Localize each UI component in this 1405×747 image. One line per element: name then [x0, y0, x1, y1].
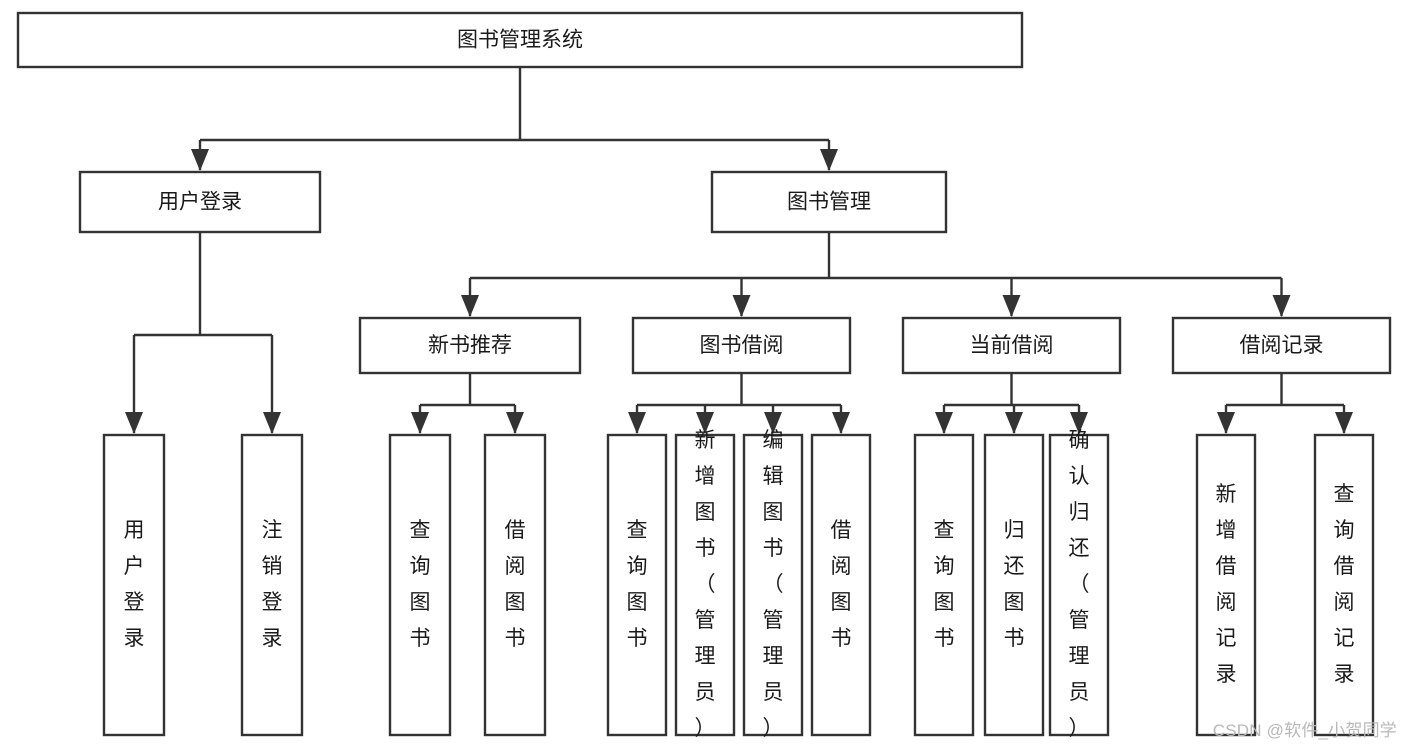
node-box[interactable] [901, 316, 1122, 375]
arrow-head-icon [696, 412, 714, 434]
node-leaf-query-book-2[interactable]: 查询图书 [606, 433, 668, 737]
node-root[interactable]: 图书管理系统 [16, 11, 1024, 69]
node-label: 图书管理系统 [457, 29, 583, 52]
node-leaf-confirm-return-admin[interactable]: 确认归还（管理员） [1048, 429, 1110, 740]
node-box[interactable] [674, 433, 736, 737]
arrow-head-icon [411, 412, 429, 434]
arrow-head-icon [1217, 412, 1235, 434]
node-label: 归还图书 [1004, 519, 1025, 650]
node-label: 用户登录 [124, 519, 145, 650]
node-label: 新书推荐 [428, 334, 512, 357]
nodes-layer: 图书管理系统用户登录图书管理新书推荐图书借阅当前借阅借阅记录用户登录注销登录查询… [16, 11, 1392, 740]
arrow-head-icon [191, 149, 209, 171]
node-label: 查询借阅记录 [1334, 483, 1355, 686]
node-user-login[interactable]: 用户登录 [78, 170, 322, 234]
node-box[interactable] [240, 433, 304, 737]
node-label: 编辑图书（管理员） [763, 429, 784, 740]
node-box[interactable] [1195, 433, 1257, 737]
node-box[interactable] [1171, 316, 1392, 375]
node-borrow-record[interactable]: 借阅记录 [1171, 316, 1392, 375]
node-box[interactable] [983, 433, 1045, 737]
node-label: 用户登录 [158, 191, 242, 214]
node-label: 查询图书 [410, 519, 431, 650]
arrow-head-icon [832, 412, 850, 434]
node-leaf-user-login[interactable]: 用户登录 [102, 433, 166, 737]
node-box[interactable] [483, 433, 547, 737]
node-book-borrow[interactable]: 图书借阅 [631, 316, 852, 375]
node-box[interactable] [742, 433, 804, 737]
arrow-head-icon [1002, 295, 1021, 317]
arrow-head-icon [820, 149, 838, 171]
node-leaf-borrow-book-1[interactable]: 借阅图书 [483, 433, 547, 737]
node-current-borrow[interactable]: 当前借阅 [901, 316, 1122, 375]
node-leaf-user-logout[interactable]: 注销登录 [240, 433, 304, 737]
node-label: 图书借阅 [700, 334, 784, 357]
arrow-head-icon [935, 412, 953, 434]
node-leaf-query-book-1[interactable]: 查询图书 [388, 433, 452, 737]
arrow-head-icon [263, 412, 281, 434]
node-leaf-add-book-admin[interactable]: 新增图书（管理员） [674, 429, 736, 740]
arrow-head-icon [764, 412, 782, 434]
node-box[interactable] [810, 433, 872, 737]
node-box[interactable] [913, 433, 975, 737]
node-label: 注销登录 [262, 519, 283, 650]
node-label: 新增借阅记录 [1216, 483, 1237, 686]
node-box[interactable] [16, 11, 1024, 69]
node-box[interactable] [388, 433, 452, 737]
node-leaf-add-borrow-record[interactable]: 新增借阅记录 [1195, 433, 1257, 737]
arrow-head-icon [1070, 412, 1088, 434]
node-book-manage[interactable]: 图书管理 [710, 170, 948, 234]
node-box[interactable] [1313, 433, 1375, 737]
connectors-layer [125, 67, 1353, 434]
node-label: 借阅图书 [831, 519, 852, 650]
node-leaf-edit-book-admin[interactable]: 编辑图书（管理员） [742, 429, 804, 740]
arrow-head-icon [628, 412, 646, 434]
node-leaf-return-book[interactable]: 归还图书 [983, 433, 1045, 737]
node-leaf-query-book-3[interactable]: 查询图书 [913, 433, 975, 737]
node-label: 当前借阅 [970, 334, 1054, 357]
node-box[interactable] [78, 170, 322, 234]
arrow-head-icon [461, 295, 479, 317]
node-label: 确认归还（管理员） [1069, 429, 1090, 740]
node-box[interactable] [102, 433, 166, 737]
watermark-label: CSDN @软件_小贺同学 [1212, 721, 1397, 740]
arrow-head-icon [1005, 412, 1023, 434]
node-label: 查询图书 [627, 519, 648, 650]
arrow-head-icon [1335, 412, 1353, 434]
arrow-head-icon [125, 412, 143, 434]
node-box[interactable] [710, 170, 948, 234]
node-box[interactable] [631, 316, 852, 375]
node-label: 图书管理 [787, 191, 871, 214]
node-box[interactable] [606, 433, 668, 737]
node-leaf-query-borrow-record[interactable]: 查询借阅记录 [1313, 433, 1375, 737]
node-new-book-recommend[interactable]: 新书推荐 [358, 316, 582, 375]
node-box[interactable] [358, 316, 582, 375]
arrow-head-icon [506, 412, 524, 434]
node-box[interactable] [1048, 433, 1110, 737]
node-label: 借阅记录 [1240, 334, 1324, 357]
node-label: 新增图书（管理员） [695, 429, 716, 740]
arrow-head-icon [732, 295, 751, 317]
node-label: 查询图书 [934, 519, 955, 650]
node-leaf-borrow-book-2[interactable]: 借阅图书 [810, 433, 872, 737]
arrow-head-icon [1272, 295, 1291, 317]
node-label: 借阅图书 [505, 519, 526, 650]
